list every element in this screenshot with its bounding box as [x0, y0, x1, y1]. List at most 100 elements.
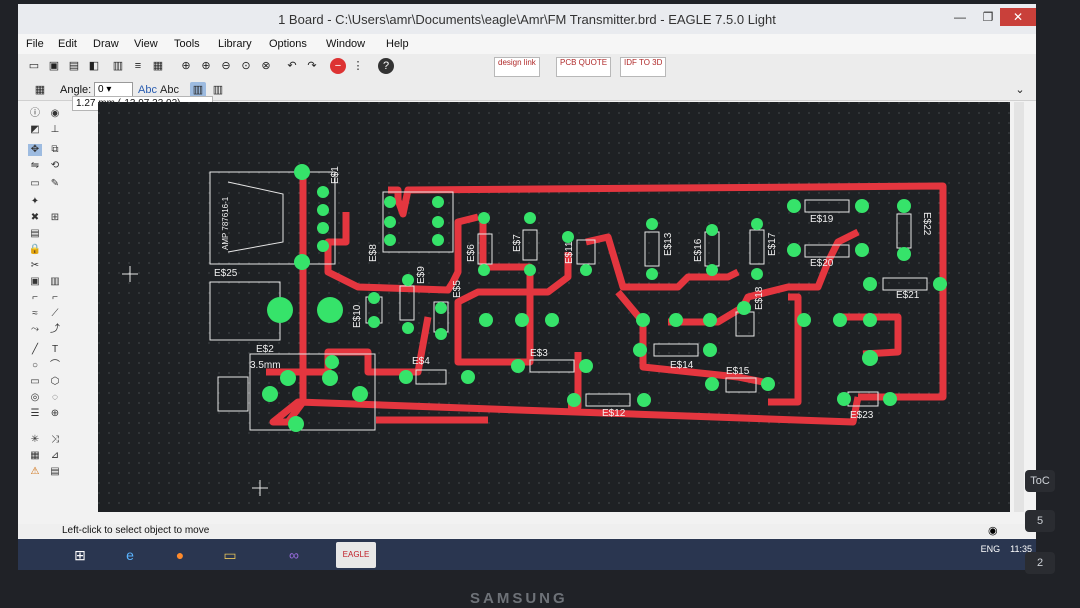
pad[interactable] — [862, 350, 878, 366]
dimension-icon[interactable]: ⊿ — [50, 450, 60, 461]
display-icon[interactable]: ◩ — [30, 124, 40, 135]
arc-icon[interactable]: ⌒ — [50, 360, 60, 371]
pad[interactable] — [322, 370, 338, 386]
monitor-button-mid[interactable]: 5 — [1025, 510, 1055, 532]
pad[interactable] — [435, 302, 447, 314]
explorer-icon[interactable]: ▭ — [223, 547, 237, 563]
pad[interactable] — [855, 199, 869, 213]
text-font-icon[interactable]: Abc — [160, 84, 179, 96]
pad[interactable] — [761, 377, 775, 391]
zoom-in-icon[interactable]: ⊕ — [201, 60, 211, 72]
menu-view[interactable]: View — [134, 38, 158, 50]
pcb-board[interactable]: E$1 E$25 E$2 E$8 E$6 E$7 E$11 E$13 E$16 … — [98, 102, 1010, 512]
zoom-fit-icon[interactable]: ⊕ — [181, 60, 191, 72]
pad[interactable] — [294, 254, 310, 270]
layer-icon[interactable]: ☰ — [30, 408, 40, 419]
hole-icon[interactable]: ◌ — [52, 392, 58, 403]
replace-icon[interactable]: ▤ — [30, 228, 40, 239]
pad[interactable] — [703, 313, 717, 327]
pad[interactable] — [637, 393, 651, 407]
undo-icon[interactable]: ↶ — [287, 60, 297, 72]
pad[interactable] — [478, 264, 490, 276]
pad[interactable] — [646, 218, 658, 230]
menu-window[interactable]: Window — [326, 38, 366, 50]
pad[interactable] — [384, 216, 396, 228]
pad[interactable] — [833, 313, 847, 327]
pad[interactable] — [706, 224, 718, 236]
menu-edit[interactable]: Edit — [58, 38, 77, 50]
pad[interactable] — [317, 240, 329, 252]
pad[interactable] — [863, 277, 877, 291]
pad[interactable] — [706, 264, 718, 276]
zoom-select-icon[interactable]: ⊙ — [241, 60, 251, 72]
pad[interactable] — [432, 234, 444, 246]
miter-icon[interactable]: ⌐ — [52, 292, 58, 303]
redo-icon[interactable]: ↷ — [307, 60, 317, 72]
ratsnest-icon[interactable]: ✳ — [30, 434, 40, 445]
pad[interactable] — [288, 416, 304, 432]
value-icon[interactable]: ▥ — [50, 276, 60, 287]
pad[interactable] — [402, 274, 414, 286]
autoroute-icon[interactable]: ⤴ — [50, 324, 60, 335]
cam-icon[interactable]: ◧ — [88, 60, 100, 72]
pad[interactable] — [633, 343, 647, 357]
stop-status-icon[interactable]: ◉ — [988, 525, 998, 537]
pad[interactable] — [478, 212, 490, 224]
monitor-button-bot[interactable]: 2 — [1025, 552, 1055, 574]
minimize-button[interactable]: — — [954, 10, 966, 24]
grid-icon[interactable]: ▦ — [34, 84, 46, 96]
save-icon[interactable]: ▣ — [48, 60, 60, 72]
eagle-task-button[interactable]: EAGLE — [336, 542, 376, 568]
window-titlebar[interactable]: 1 Board - C:\Users\amr\Documents\eagle\A… — [18, 4, 1036, 35]
optimize-icon[interactable]: ≈ — [32, 308, 38, 319]
via-icon[interactable]: ◎ — [30, 392, 40, 403]
board-canvas[interactable]: E$1 E$25 E$2 E$8 E$6 E$7 E$11 E$13 E$16 … — [98, 102, 1010, 512]
polygon-icon[interactable]: ⬡ — [50, 376, 60, 387]
pad[interactable] — [646, 268, 658, 280]
close-button[interactable]: ✕ — [1000, 8, 1036, 26]
vertical-scrollbar[interactable] — [1014, 102, 1024, 512]
paste-icon[interactable]: ✦ — [30, 196, 40, 207]
pad[interactable] — [461, 370, 475, 384]
pad[interactable] — [524, 212, 536, 224]
help-icon[interactable]: ? — [378, 58, 394, 74]
delete-icon[interactable]: ✖ — [30, 212, 40, 223]
pad[interactable] — [837, 392, 851, 406]
name-icon[interactable]: ▣ — [30, 276, 40, 287]
rect-icon[interactable]: ▭ — [30, 376, 40, 387]
menu-draw[interactable]: Draw — [93, 38, 119, 50]
design-link-button[interactable]: design link — [494, 57, 540, 77]
lock-icon[interactable]: 🔒 — [28, 244, 42, 255]
circle-icon[interactable]: ○ — [31, 360, 39, 371]
start-icon[interactable]: ⊞ — [74, 547, 86, 563]
pad[interactable] — [897, 199, 911, 213]
pad[interactable] — [515, 313, 529, 327]
pad[interactable] — [402, 322, 414, 334]
pad-icon[interactable]: ⊕ — [50, 408, 60, 419]
pad[interactable] — [511, 359, 525, 373]
pad[interactable] — [797, 313, 811, 327]
split-icon[interactable]: ⌐ — [32, 292, 38, 303]
pad[interactable] — [317, 222, 329, 234]
attribute-icon[interactable]: ▦ — [30, 450, 40, 461]
route-icon[interactable]: ⟋ — [51, 308, 59, 319]
pad[interactable] — [863, 313, 877, 327]
pad[interactable] — [384, 196, 396, 208]
pad[interactable] — [368, 292, 380, 304]
pad[interactable] — [787, 243, 801, 257]
drc-icon[interactable]: ⚠ — [30, 466, 40, 477]
pad[interactable] — [580, 264, 592, 276]
firefox-icon[interactable]: ● — [175, 547, 185, 563]
pad[interactable] — [325, 355, 339, 369]
pad[interactable] — [317, 297, 343, 323]
pad[interactable] — [883, 392, 897, 406]
tray-language[interactable]: ENG — [980, 544, 1001, 554]
change-icon[interactable]: ✎ — [50, 178, 60, 189]
menu-tools[interactable]: Tools — [174, 38, 200, 50]
add-icon[interactable]: ⊞ — [50, 212, 60, 223]
pad[interactable] — [352, 386, 368, 402]
pad[interactable] — [280, 370, 296, 386]
menu-library[interactable]: Library — [218, 38, 252, 50]
ripup-icon[interactable]: ⤳ — [31, 324, 39, 335]
redraw-icon[interactable]: ⊗ — [261, 60, 271, 72]
